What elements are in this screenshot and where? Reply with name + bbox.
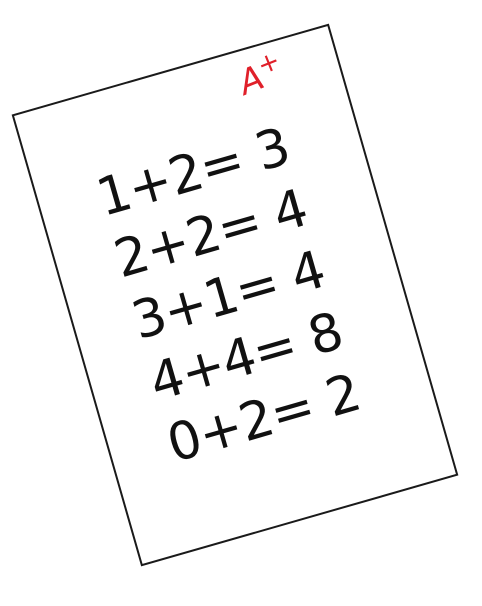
grade-mark: A+ <box>232 46 290 104</box>
worksheet-paper: A+ 1+2= 3 2+2= 4 3+1= 4 4+4= 8 0+2= 2 <box>11 23 459 567</box>
problem-list: 1+2= 3 2+2= 4 3+1= 4 4+4= 8 0+2= 2 <box>90 115 367 477</box>
